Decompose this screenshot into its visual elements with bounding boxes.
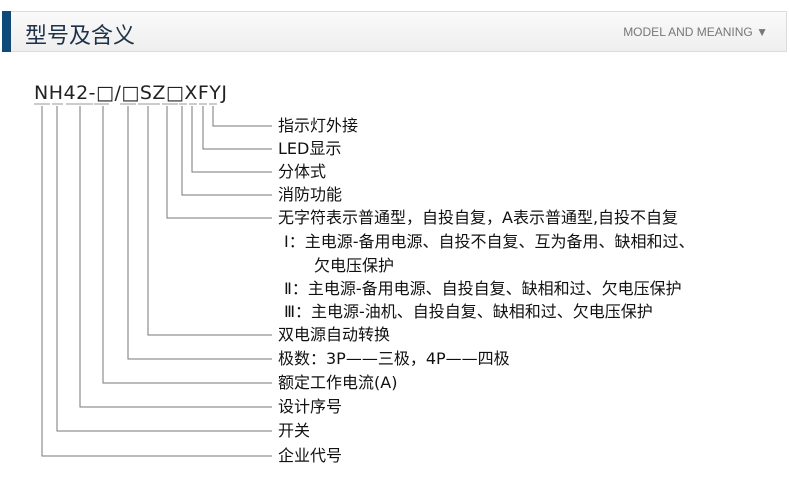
label-type: 无字符表示普通型，自投自复，A表示普通型,自投不自复 <box>278 208 679 227</box>
label-type-2: Ⅱ：主电源-备用电源、自投自复、缺相和过、欠电压保护 <box>284 279 682 298</box>
label-type-1-cont: 欠电压保护 <box>314 256 395 275</box>
label-poles: 极数：3P——三极，4P——四极 <box>278 349 510 368</box>
connector-line <box>79 106 272 408</box>
model-code: NH42-□/□SZ□XFYJ <box>34 82 228 104</box>
label-fire: 消防功能 <box>278 185 343 204</box>
connector-line <box>166 106 272 219</box>
section-header: 型号及含义 MODEL AND MEANING ▼ <box>2 11 787 52</box>
label-split: 分体式 <box>278 162 327 181</box>
connector-line <box>41 106 272 457</box>
label-led: LED显示 <box>278 139 342 158</box>
connector-line <box>181 106 272 196</box>
section-title: 型号及含义 <box>25 24 136 49</box>
section-subtitle: MODEL AND MEANING <box>623 25 753 39</box>
label-type-3: Ⅲ：主电源-油机、自投自复、缺相和过、欠电压保护 <box>284 302 653 321</box>
connector-line <box>191 106 272 173</box>
triangle-down-icon: ▼ <box>756 25 768 39</box>
connector-line <box>202 106 272 150</box>
connector-line <box>147 106 272 336</box>
label-indicator: 指示灯外接 <box>278 116 359 135</box>
label-ats: 双电源自动转换 <box>278 325 391 344</box>
label-type-1: Ⅰ：主电源-备用电源、自投不自复、互为备用、缺相和过、 <box>284 232 695 251</box>
label-design: 设计序号 <box>278 397 343 416</box>
header-accent-bar <box>2 11 11 52</box>
connector-line <box>102 106 272 384</box>
label-switch: 开关 <box>278 421 311 440</box>
label-company: 企业代号 <box>278 446 343 465</box>
section-subtitle-toggle[interactable]: MODEL AND MEANING ▼ <box>623 25 768 39</box>
connector-line <box>212 106 272 127</box>
connector-line <box>127 106 272 360</box>
label-current: 额定工作电流(A) <box>278 373 398 392</box>
connector-line <box>56 106 272 432</box>
